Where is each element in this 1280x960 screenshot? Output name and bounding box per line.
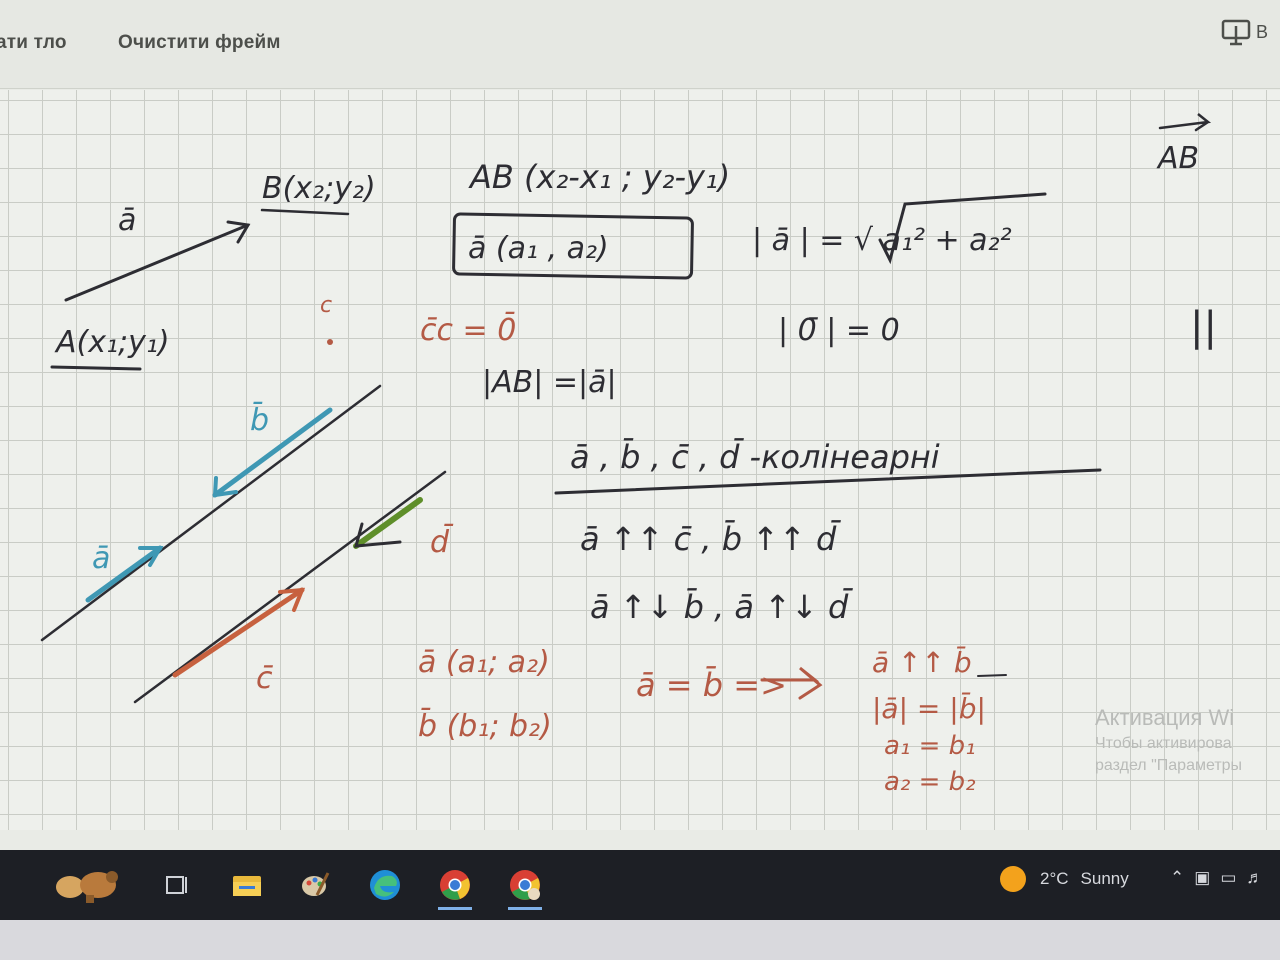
ab-arrow-top xyxy=(1158,113,1212,132)
dot-point xyxy=(327,339,333,345)
present-button[interactable]: В xyxy=(1220,18,1280,50)
chrome-profile-icon xyxy=(510,870,540,900)
line-c xyxy=(133,470,447,704)
volume-icon[interactable]: ♬ xyxy=(1246,868,1264,887)
file-explorer-button[interactable] xyxy=(220,858,274,912)
statement-collinear: ā , b̄ , c̄ , d̄ -колінеарні xyxy=(570,437,940,476)
boxed-formula-frame xyxy=(452,212,694,280)
formula-a-coords-red: ā (a₁; a₂) xyxy=(418,645,550,680)
weather-temperature: 2°C xyxy=(1040,869,1069,888)
clear-frame-button[interactable]: Очистити фрейм xyxy=(118,32,281,53)
network-icon[interactable]: ▣ xyxy=(1194,868,1211,887)
equality-condition-1: ā ↑↑ b̄ xyxy=(872,645,972,679)
statement-codirected: ā ↑↑ c̄ , b̄ ↑↑ d̄ xyxy=(580,519,842,558)
chrome-icon xyxy=(440,870,470,900)
ink-layer: ā B(x₂;y₂) A(x₁;y₁) AB (x₂-x₁ ; y₂-y₁) A… xyxy=(40,113,1217,797)
task-view-button[interactable] xyxy=(150,858,204,912)
system-tray: ⌃ ▣ ▭ ♬ xyxy=(1170,868,1263,888)
vector-a-blue xyxy=(85,545,163,603)
label-point-b: B(x₂;y₂) xyxy=(262,171,376,206)
formula-a-modulus: | ā | = √ a₁² + a₂² xyxy=(752,223,1012,258)
diagram-label-c: c̄ xyxy=(256,661,274,696)
battery-icon[interactable]: ▭ xyxy=(1220,868,1237,887)
activation-title: Активация Wi xyxy=(1095,705,1235,730)
screen: ати тло Очистити фрейм В xyxy=(0,0,1280,850)
vector-d-green xyxy=(353,497,423,549)
collinear-underline xyxy=(554,468,1102,495)
paint-button[interactable] xyxy=(288,858,342,912)
equality-condition-4: a₂ = b₂ xyxy=(884,767,976,797)
chrome-profile-button[interactable] xyxy=(498,858,552,912)
chevron-up-icon[interactable]: ⌃ xyxy=(1170,868,1185,887)
formula-a-coords-boxed: ā (a₁ , a₂) xyxy=(468,231,609,266)
weather-description: Sunny xyxy=(1080,869,1129,888)
vector-b-arrowhead xyxy=(212,476,238,498)
formula-ab-coords: AB (x₂-x₁ ; y₂-y₁) xyxy=(468,158,730,196)
vector-d-arrowhead xyxy=(353,522,402,548)
present-label: В xyxy=(1256,22,1269,42)
vector-ab-stroke xyxy=(64,223,250,302)
diagram-label-b: b̄ xyxy=(250,402,269,438)
equality-condition-3: a₁ = b₁ xyxy=(884,731,976,761)
statement-opposite: ā ↑↓ b̄ , ā ↑↓ d̄ xyxy=(590,587,854,626)
vector-b-blue xyxy=(212,407,333,498)
chrome-button[interactable] xyxy=(428,858,482,912)
underline-eq xyxy=(977,674,1007,677)
widgets-icon xyxy=(56,871,118,903)
activation-line-2: раздел "Параметры xyxy=(1095,757,1243,774)
sqrt-sign xyxy=(878,192,1047,265)
edge-icon xyxy=(370,870,400,900)
sun-icon xyxy=(1000,866,1026,892)
edge-button[interactable] xyxy=(358,858,412,912)
formula-ab-equals-a: |AB| =|ā| xyxy=(482,365,617,400)
present-icon xyxy=(1221,19,1251,46)
underline-b xyxy=(260,208,350,216)
windows-activation-watermark: Активация Wi Чтобы активирова раздел "Па… xyxy=(1095,705,1280,775)
background-button[interactable]: ати тло xyxy=(0,32,67,53)
vector-c-red xyxy=(172,587,305,678)
vector-ab-arrowhead xyxy=(226,220,251,244)
vector-c-arrowhead xyxy=(278,587,306,612)
formula-b-coords-red: b̄ (b₁; b₂) xyxy=(418,708,552,744)
task-view-icon xyxy=(166,876,187,894)
line-b xyxy=(40,384,382,642)
taskbar: 2°C Sunny ⌃ ▣ ▭ ♬ xyxy=(0,850,1280,920)
activation-line-1: Чтобы активирова xyxy=(1095,735,1232,752)
label-ab-vector: AB xyxy=(1156,141,1199,176)
whiteboard-canvas[interactable]: ā B(x₂;y₂) A(x₁;y₁) AB (x₂-x₁ ; y₂-y₁) A… xyxy=(0,90,1280,830)
vector-a-arrowhead xyxy=(138,546,164,567)
toolbar: ати тло Очистити фрейм В xyxy=(0,0,1280,89)
diagram-label-d: d̄ xyxy=(430,524,454,560)
label-point-a: A(x₁;y₁) xyxy=(54,325,170,360)
label-vec-a: ā xyxy=(118,203,136,238)
weather-widget[interactable]: 2°C Sunny xyxy=(1000,866,1129,892)
diagram-label-a: ā xyxy=(92,541,110,576)
equality-condition-2: |ā| = |b̄| xyxy=(872,691,986,725)
file-explorer-icon xyxy=(233,876,261,896)
formula-zero-modulus: | 0̄ | = 0 xyxy=(778,313,900,348)
formula-cc-zero: c̄c = 0̄ xyxy=(420,312,516,348)
widgets-button[interactable] xyxy=(48,858,128,912)
parallel-sign: || xyxy=(1190,304,1217,350)
underline-a xyxy=(50,365,142,371)
implication-arrow xyxy=(760,666,823,700)
paint-icon xyxy=(302,872,330,896)
label-dot-c: c xyxy=(320,293,332,318)
formula-equality: ā = b̄ => xyxy=(636,665,787,704)
monitor-bezel xyxy=(0,920,1280,960)
